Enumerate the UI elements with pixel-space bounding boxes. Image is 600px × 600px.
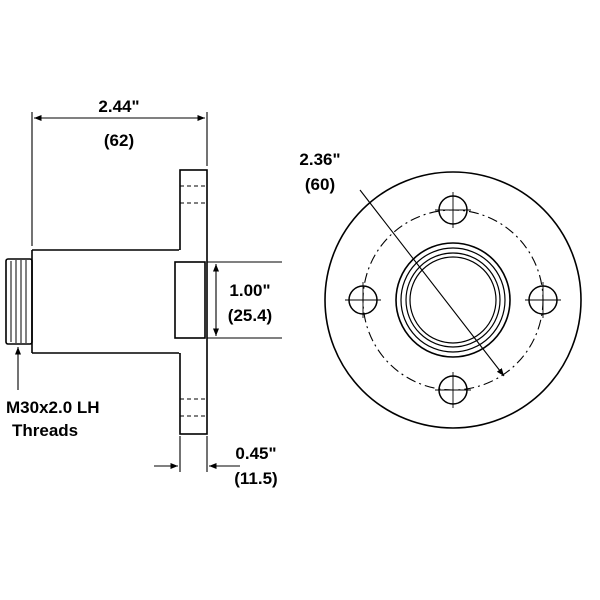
thread-note-line1: M30x2.0 LH [6,398,100,417]
hub-outer [395,242,511,358]
bolt-hole [435,372,471,408]
bolt-hole [435,192,471,228]
flange-outline [324,171,582,429]
bore-profile [174,261,206,339]
bore-diameter-dimension: 1.00" (25.4) [207,261,282,339]
hub-body [31,249,180,354]
hub-chamfer [400,247,506,353]
bore-diameter-mm: (25.4) [228,306,272,325]
bolt-circle-inch: 2.36" [299,150,340,169]
bolt-circle-dimension: 2.36" (60) [299,150,505,377]
bolt-circle [362,209,544,391]
bolt-hole [345,282,381,318]
bore-inner [409,256,497,344]
overall-length-mm: (62) [104,131,134,150]
flange-thickness-dimension: 0.45" (11.5) [154,436,278,488]
thread-note-line2: Threads [12,421,78,440]
bolt-hole [525,282,561,318]
bolt-holes [345,192,561,408]
bore-outer [405,252,501,348]
flange-thickness-mm: (11.5) [234,469,277,488]
threaded-end [5,258,33,345]
bore-diameter-inch: 1.00" [229,281,270,300]
hidden-bolt-holes [180,185,207,417]
overall-length-dimension: 2.44" (62) [31,97,208,246]
flange-profile [179,169,208,435]
flange-thickness-inch: 0.45" [235,444,276,463]
overall-length-inch: 2.44" [98,97,139,116]
bolt-circle-mm: (60) [305,175,335,194]
thread-note: M30x2.0 LH Threads [6,347,100,440]
side-view [5,169,208,435]
